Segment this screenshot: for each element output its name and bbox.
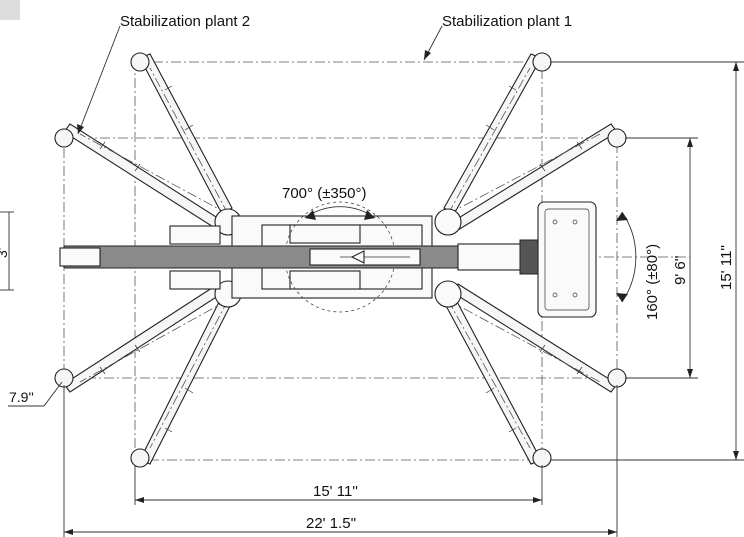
dim-label-inner-width: 15' 11'' <box>313 483 358 500</box>
dim-label-outer-width: 22' 1.5'' <box>306 515 356 532</box>
stabilizer-feet <box>54 52 627 468</box>
label-turret-rotation: 700° (±350°) <box>282 185 366 202</box>
dim-label-inner-height: 9' 6'' <box>672 255 689 285</box>
label-stabilization-plant-2: Stabilization plant 2 <box>120 13 250 30</box>
rotation-arcs <box>304 206 637 303</box>
dim-label-left-small: 7.9'' <box>9 389 34 405</box>
dimension-lines <box>0 61 744 537</box>
dim-label-left-cut: 3' <box>0 248 10 258</box>
platform-basket <box>537 201 597 318</box>
dim-label-outer-height: 15' 11'' <box>718 245 735 290</box>
corner-box <box>0 0 20 20</box>
leader-lines <box>77 25 443 135</box>
label-jib-rotation: 160° (±80°) <box>644 244 661 320</box>
label-stabilization-plant-1: Stabilization plant 1 <box>442 13 572 30</box>
leg-sweep-lines <box>79 67 601 449</box>
boom <box>59 239 547 275</box>
